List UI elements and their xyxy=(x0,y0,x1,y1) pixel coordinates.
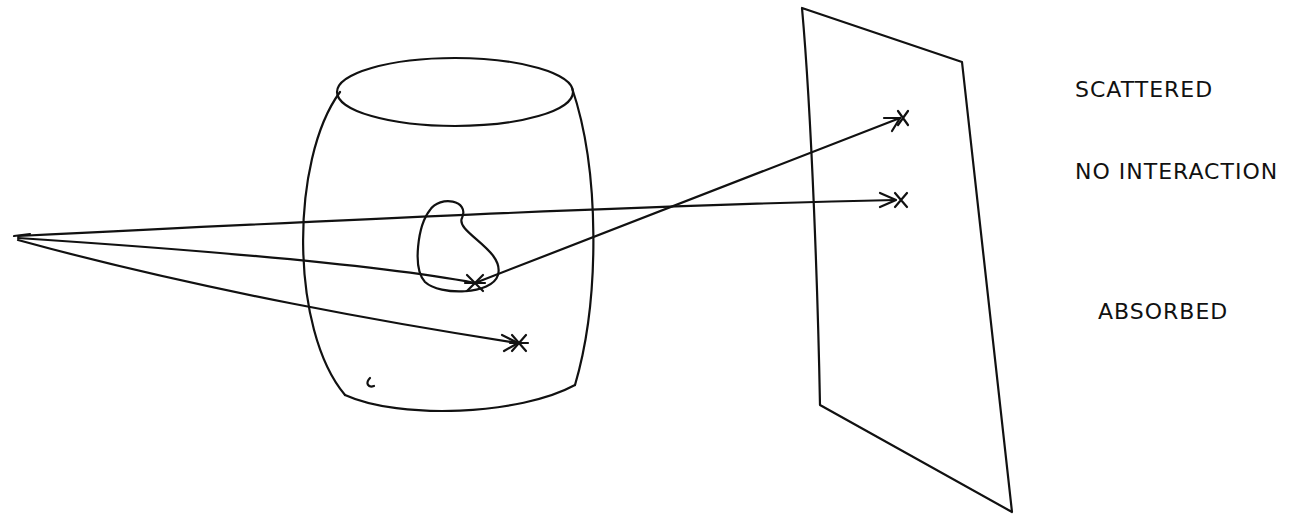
body-stroke xyxy=(367,378,374,386)
detector-plane xyxy=(802,8,1012,512)
ray-outcome-label: NO INTERACTION xyxy=(1075,160,1278,184)
body-top xyxy=(337,58,573,126)
interaction-mark xyxy=(465,275,485,291)
ray-outcome-label: ABSORBED xyxy=(1098,300,1228,324)
body-left xyxy=(303,92,345,395)
interaction-mark xyxy=(510,335,528,351)
ray-outcome-label: SCATTERED xyxy=(1075,78,1213,102)
interaction-mark xyxy=(895,193,907,207)
ray-no-interaction xyxy=(18,200,895,236)
ray-scattered xyxy=(475,118,900,283)
body-bottom xyxy=(345,385,575,411)
body-right xyxy=(572,88,593,385)
interaction-mark xyxy=(898,111,908,125)
ray-incident xyxy=(18,238,475,283)
arrowhead xyxy=(880,193,896,207)
ray-absorbed xyxy=(18,240,518,343)
